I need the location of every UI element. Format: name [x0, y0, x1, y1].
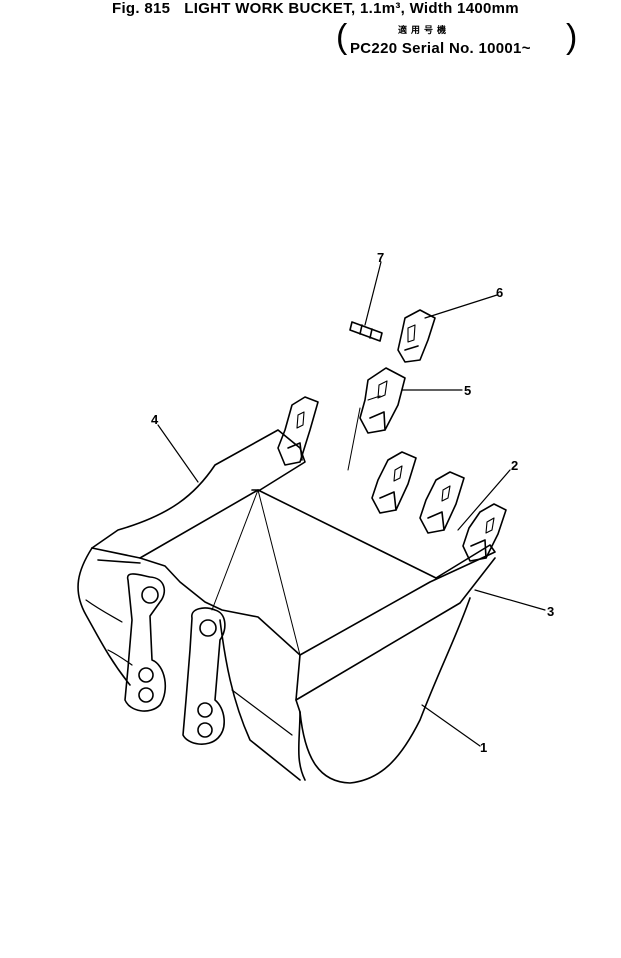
callout-4: 4 [151, 412, 159, 427]
callout-3: 3 [547, 604, 554, 619]
bucket-body [77, 429, 496, 784]
applicable-model-label: 適用号機 [398, 25, 451, 35]
figure-number: Fig. 815 [112, 0, 171, 17]
exploded-tooth-point [397, 309, 436, 363]
callout-1: 1 [480, 740, 487, 755]
exploded-pin [349, 321, 383, 342]
pin-boss-brackets [124, 573, 226, 745]
callout-5: 5 [464, 383, 471, 398]
left-paren: ( [336, 18, 348, 56]
callout-6: 6 [496, 285, 503, 300]
tooth-adapters [277, 396, 507, 562]
exploded-tooth [359, 367, 406, 434]
callout-2: 2 [511, 458, 518, 473]
serial-range: PC220 Serial No. 10001~ [350, 40, 531, 57]
figure-caption: LIGHT WORK BUCKET, 1.1m³, Width 1400mm [184, 0, 519, 17]
right-paren: ) [566, 18, 578, 56]
figure-title: Fig. 815 LIGHT WORK BUCKET, 1.1m³, Width … [112, 0, 519, 17]
callout-7: 7 [377, 250, 384, 265]
leader-lines [157, 261, 546, 747]
